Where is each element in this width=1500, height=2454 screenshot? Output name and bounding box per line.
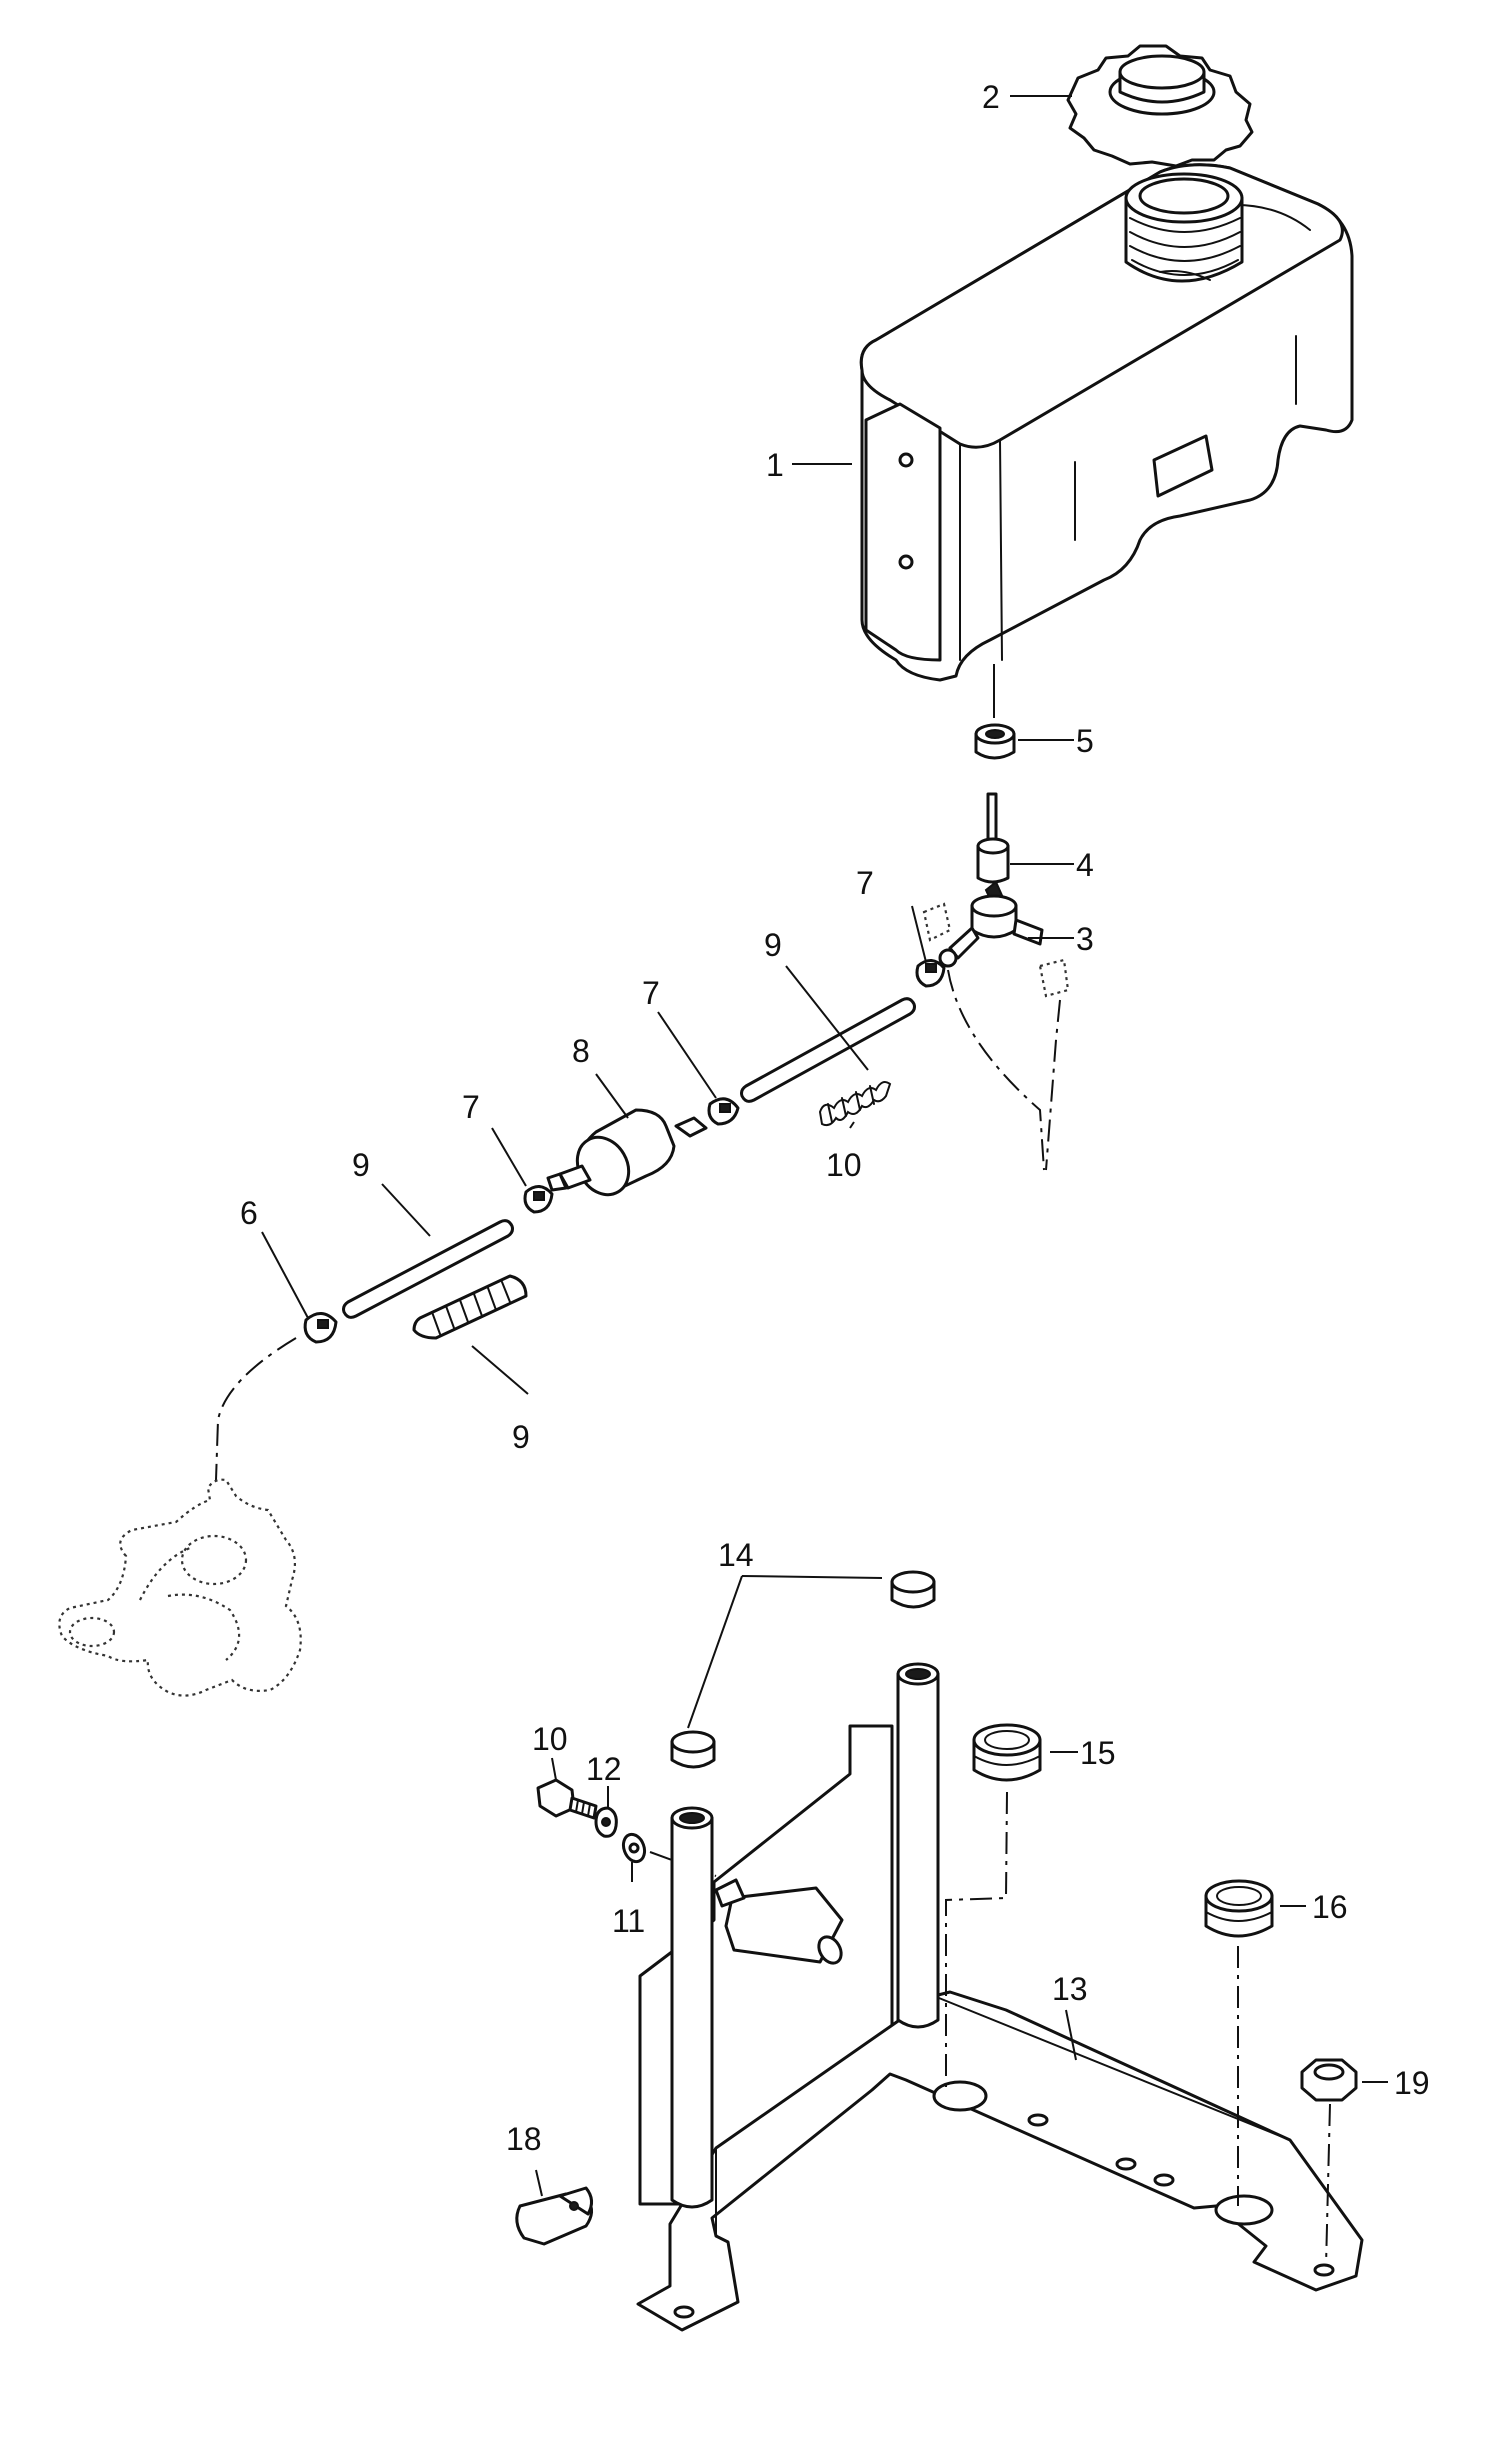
fuel-filter-part [546,1108,708,1197]
large-grommet-part [972,1723,1042,1782]
callout-6: 6 [240,1195,258,1231]
callout-7: 7 [856,865,874,901]
callout-14: 12 [586,1751,622,1787]
fuel-cap-part [1066,44,1254,168]
callout-2: 2 [982,79,1000,115]
hose-clamp-part [915,959,946,988]
fuel-hose-part [342,1219,514,1319]
callout-7: 7 [462,1089,480,1125]
callout-1: 1 [766,447,784,483]
spring-part [412,1274,528,1340]
spring-part [818,1081,892,1127]
hose-clip-part [515,2186,593,2246]
callout-9: 9 [764,927,782,963]
hose-clamp-part [707,1097,740,1126]
callout-18: 18 [506,2121,542,2157]
callout-7: 7 [642,975,660,1011]
callout-12: 10 [532,1721,568,1757]
large-grommet-part [1204,1879,1274,1938]
callout-3: 3 [1076,921,1094,957]
leader-lines [261,95,1388,2197]
callout-9: 9 [352,1147,370,1183]
callout-11: 10 [826,1147,862,1183]
bushing-part [974,723,1016,760]
nut-part [1300,2058,1358,2102]
callout-13: 11 [612,1903,645,1939]
fuel-hose-part [740,997,916,1103]
callout-5: 5 [1076,723,1094,759]
washer-part [621,1832,647,1864]
callout-4: 4 [1076,847,1094,883]
fuel-shutoff-valve-part [922,792,1070,998]
callout-17: 15 [1080,1735,1116,1771]
callout-15: 13 [1052,1971,1088,2007]
callout-labels: 2 1 5 4 3 7 9 7 8 10 7 9 6 9 14 10 12 11… [240,79,1430,2157]
grommet-part [670,1730,716,1769]
callout-17: 16 [1312,1889,1348,1925]
tank-support-frame-part [636,1662,1364,2332]
callout-10: 9 [512,1419,530,1455]
callout-19: 19 [1394,2065,1430,2101]
fuel-tank-part [859,163,1354,682]
hose-clamp-part [303,1312,338,1344]
carburetor-phantom [58,1478,302,1697]
lock-washer-part [594,1806,618,1838]
grommet-part [890,1570,936,1609]
callout-8: 8 [572,1033,590,1069]
hose-clamp-part [523,1185,554,1214]
callout-16: 14 [718,1537,754,1573]
